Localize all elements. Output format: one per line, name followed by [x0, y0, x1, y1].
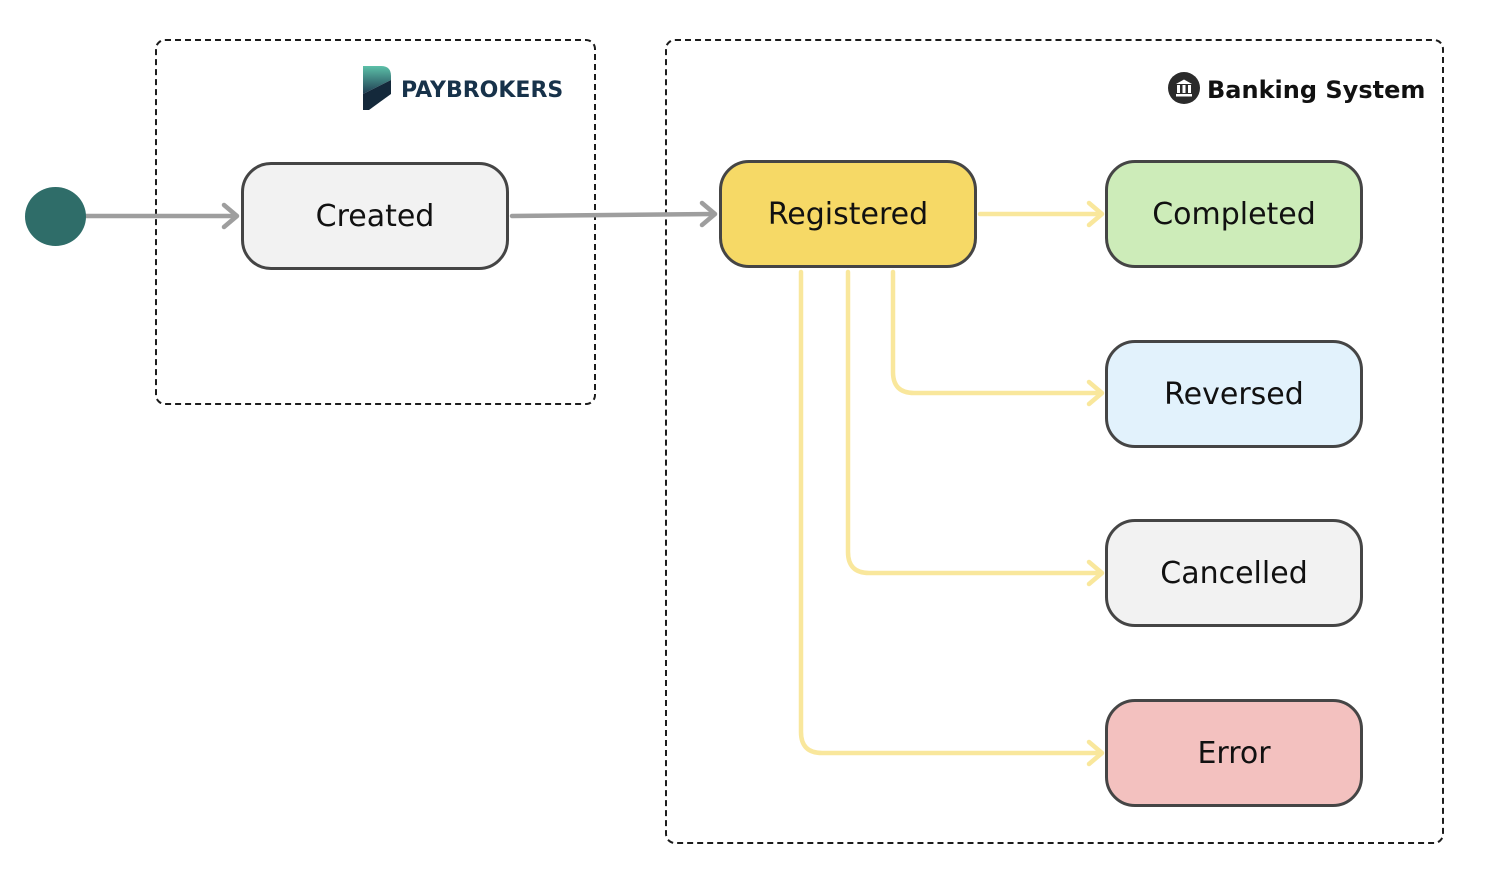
state-registered: Registered [719, 160, 977, 268]
state-completed: Completed [1105, 160, 1363, 268]
arrowhead-registered [699, 200, 718, 228]
state-registered-label: Registered [767, 196, 929, 232]
banking-system-label: Banking System [1207, 76, 1426, 104]
bank-icon [1167, 71, 1201, 109]
paybrokers-brand-text: PAYBROKERS [401, 77, 564, 103]
edge-registered-to-cancelled [845, 269, 1104, 576]
edge-registered-to-reversed [890, 269, 1104, 396]
state-created: Created [241, 162, 509, 270]
state-reversed-label: Reversed [1164, 376, 1304, 412]
arrowhead-reversed [1086, 379, 1105, 407]
edge-created-to-registered [509, 211, 717, 219]
initial-state-dot [25, 187, 86, 246]
arrowhead-error [1086, 739, 1105, 767]
banking-system-group [665, 39, 1444, 844]
paybrokers-logo-icon [361, 64, 393, 116]
arrowhead-completed [1086, 200, 1105, 228]
state-error: Error [1105, 699, 1363, 807]
edge-registered-to-error [798, 269, 1104, 756]
paybrokers-group [155, 39, 596, 405]
state-created-label: Created [315, 198, 435, 234]
state-cancelled: Cancelled [1105, 519, 1363, 627]
arrowhead-created [221, 202, 240, 230]
state-completed-label: Completed [1152, 196, 1316, 232]
state-reversed: Reversed [1105, 340, 1363, 448]
banking-system-title: Banking System [1167, 71, 1425, 109]
state-cancelled-label: Cancelled [1160, 555, 1308, 591]
arrowhead-cancelled [1086, 559, 1105, 587]
paybrokers-brand: PAYBROKERS [361, 64, 563, 116]
state-error-label: Error [1197, 735, 1271, 771]
